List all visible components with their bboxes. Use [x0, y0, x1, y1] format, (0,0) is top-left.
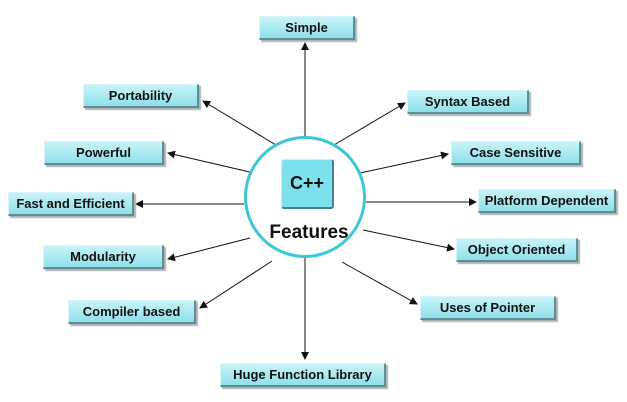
arrow-powerful — [167, 150, 255, 174]
arrow-object-oriented — [362, 229, 455, 252]
feature-portability: Portability — [83, 84, 199, 108]
arrow-uses-of-pointer — [341, 261, 418, 305]
feature-compiler-based: Compiler based — [68, 300, 196, 324]
features-label: Features — [269, 222, 349, 243]
arrow-modularity — [167, 237, 251, 262]
feature-platform-dependent: Platform Dependent — [478, 189, 616, 213]
feature-simple: Simple — [259, 16, 355, 40]
feature-fast-efficient: Fast and Efficient — [8, 192, 134, 216]
feature-huge-function-library: Huge Function Library — [220, 363, 386, 387]
arrow-case-sensitive — [359, 151, 449, 174]
arrow-compiler-based — [199, 260, 273, 309]
arrow-portability — [202, 100, 277, 146]
arrow-syntax-based — [333, 102, 406, 146]
feature-object-oriented: Object Oriented — [456, 238, 578, 262]
feature-powerful: Powerful — [44, 141, 164, 165]
cpp-title-box: C++ — [281, 159, 334, 209]
feature-case-sensitive: Case Sensitive — [451, 141, 581, 165]
feature-uses-of-pointer: Uses of Pointer — [420, 296, 556, 320]
feature-syntax-based: Syntax Based — [407, 90, 529, 114]
feature-modularity: Modularity — [43, 245, 164, 269]
